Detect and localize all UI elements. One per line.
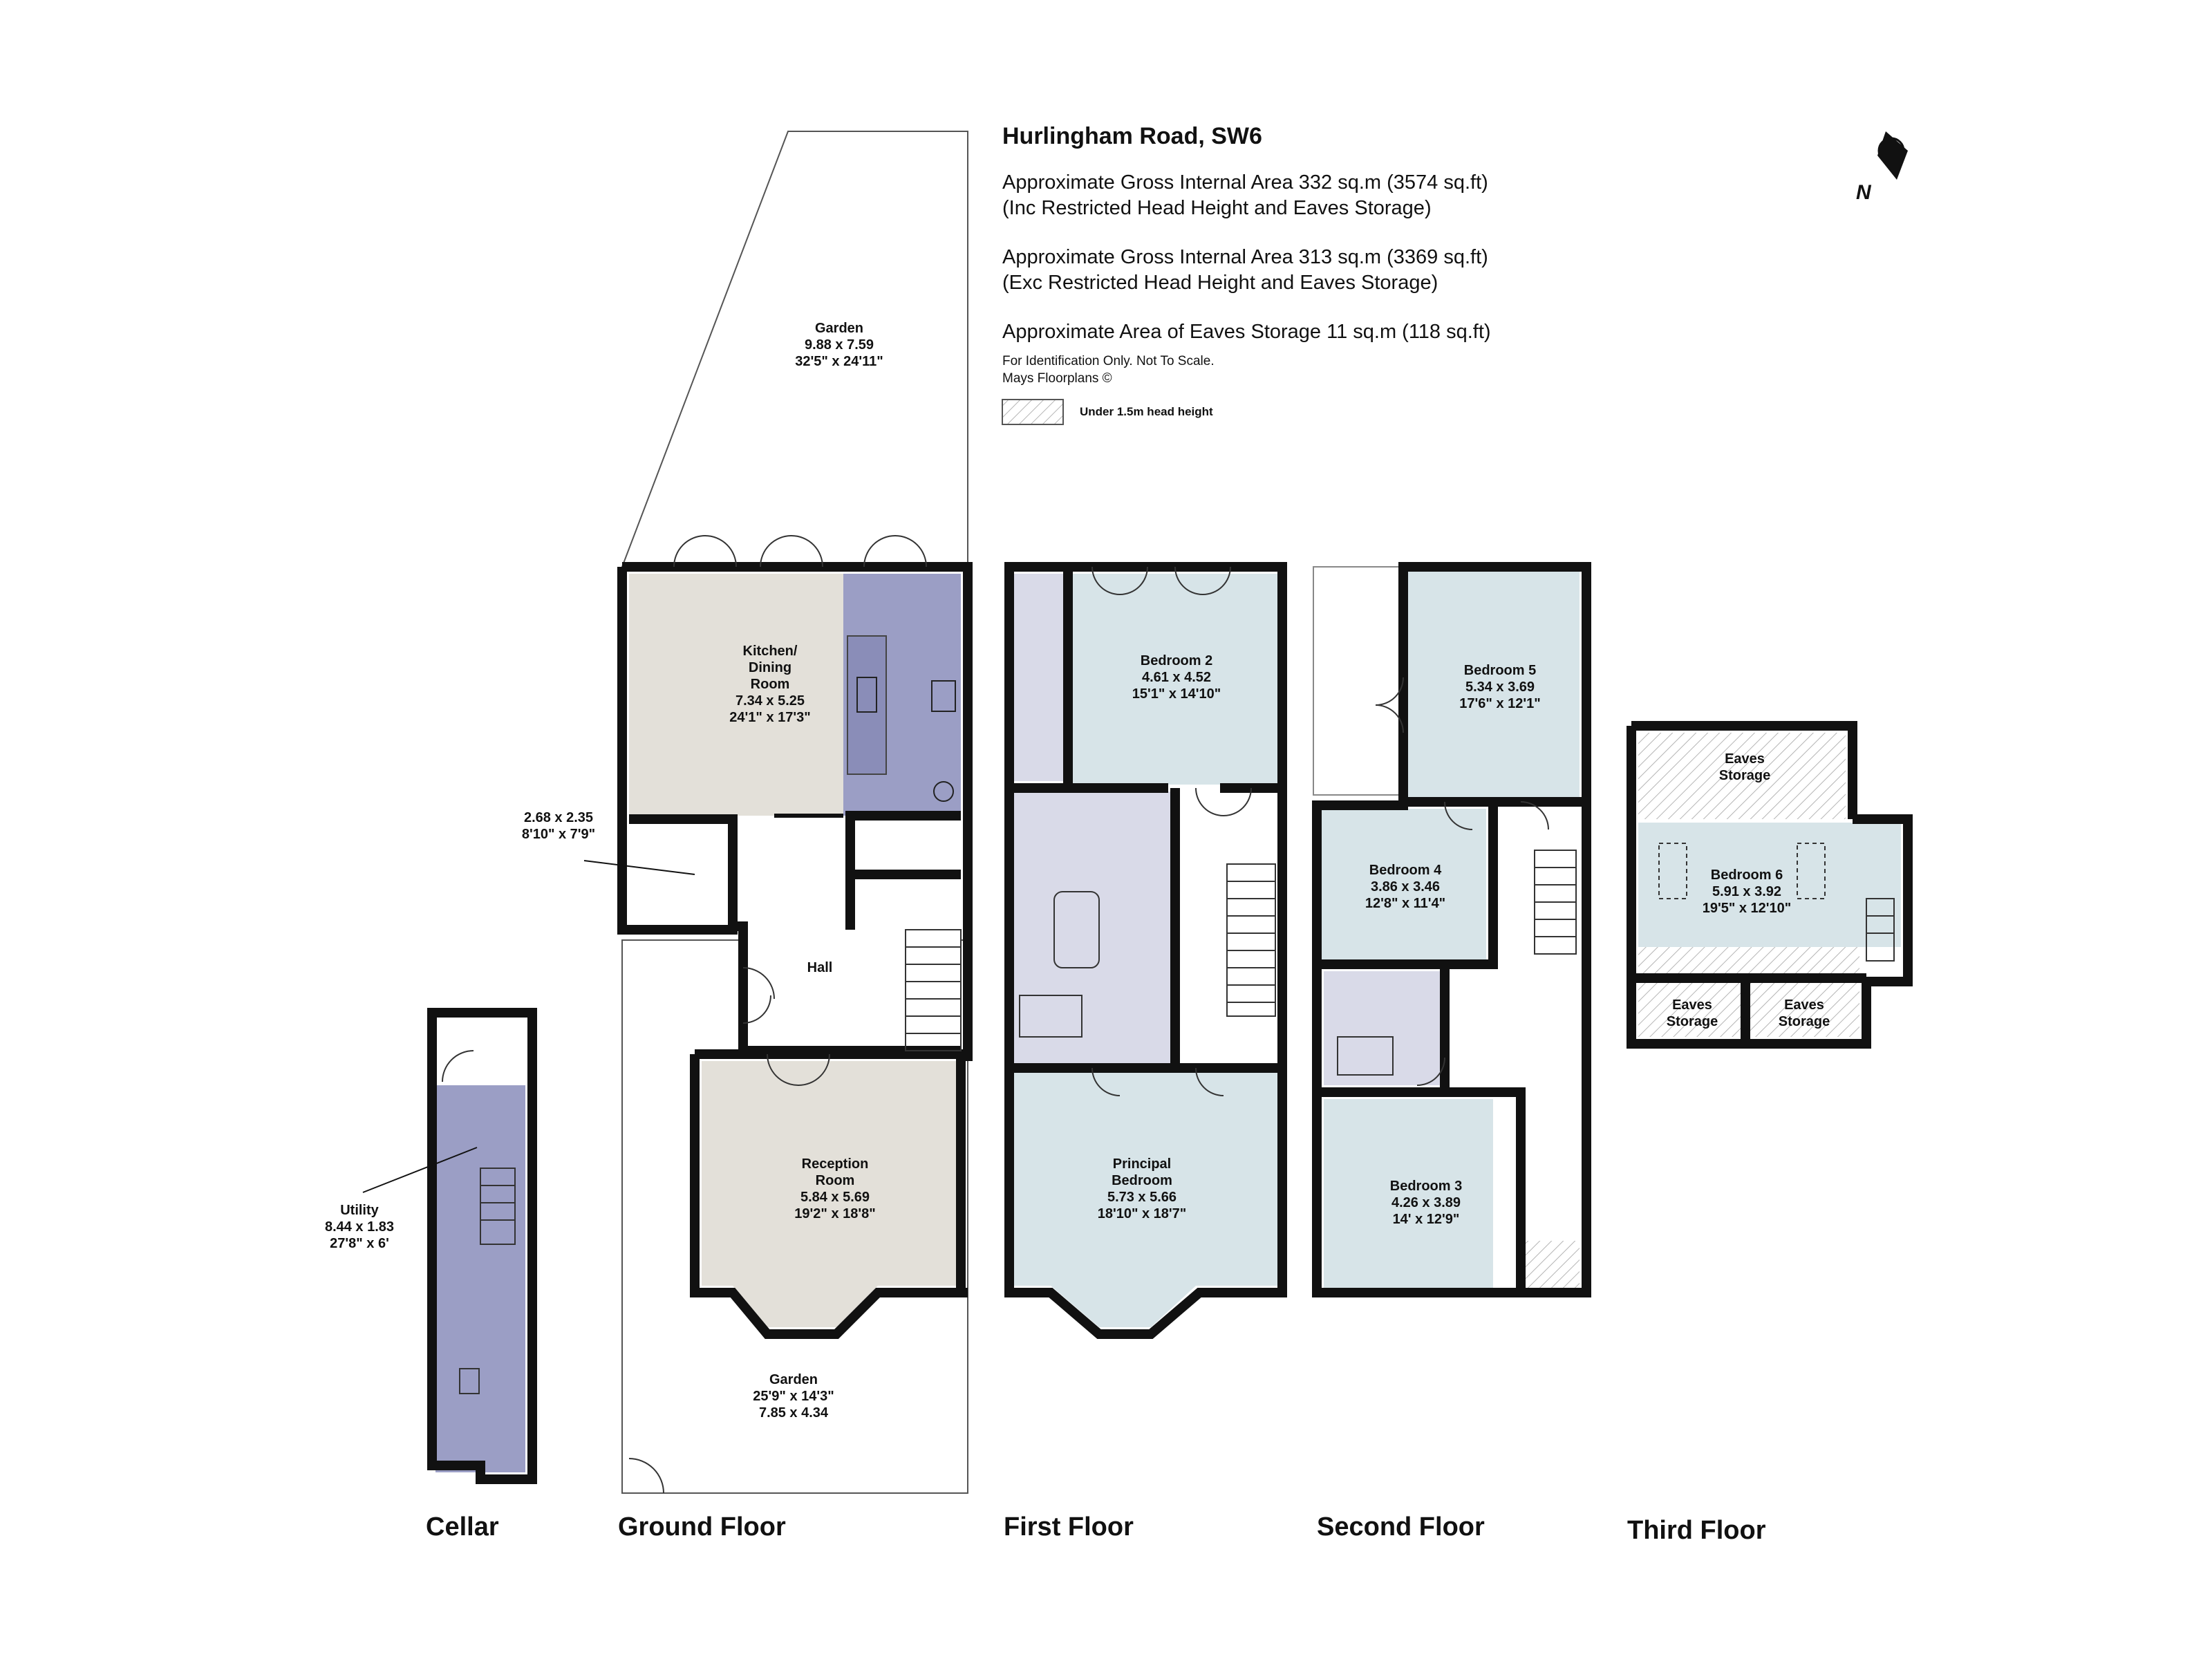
third-floor-plan [1627,721,1913,1049]
cellar-walls [427,1008,537,1484]
label-eaves-left: Eaves Storage [1666,997,1718,1029]
second-floor-plan [1312,562,1591,1297]
legend-label: Under 1.5m head height [1080,405,1213,418]
dressing-bathroom [1013,791,1179,1068]
store-pointer-line [583,860,695,875]
kitchen-island [847,635,887,775]
label-garden-front: Garden 25'9" x 14'3" 7.85 x 4.34 [753,1372,834,1421]
bedroom-3-room [1324,1099,1517,1289]
label-principal-bedroom: Principal Bedroom 5.73 x 5.66 18'10" x 1… [1097,1156,1187,1221]
cellar-plan [427,1008,537,1484]
floor-label-third: Third Floor [1627,1516,1766,1545]
ground-floor-walls [617,562,973,1339]
first-en-suite [1013,574,1068,781]
area-exc-line2: (Exc Restricted Head Height and Eaves St… [1002,272,1438,294]
area-inc-line2: (Inc Restricted Head Height and Eaves St… [1002,197,1432,219]
first-floor-plan [1004,562,1287,1339]
label-kitchen: Kitchen/ Dining Room 7.34 x 5.25 24'1" x… [729,644,811,725]
first-stairs [1019,863,1276,1038]
label-bedroom-5: Bedroom 5 5.34 x 3.69 17'6" x 12'1" [1459,663,1541,711]
label-eaves-top: Eaves Storage [1718,751,1771,783]
bedroom-2-room [1068,574,1279,785]
bath-icon [1053,891,1100,968]
second-stairs [1337,850,1577,1076]
label-utility: Utility 8.44 x 1.83 27'8" x 6' [324,1203,395,1251]
label-eaves-right: Eaves Storage [1778,997,1830,1029]
kitchen-dining-room [629,574,843,816]
label-bedroom-3: Bedroom 3 4.26 x 3.89 14' x 12'9" [1389,1179,1463,1227]
label-garden-rear: Garden 9.88 x 7.59 32'5" x 24'11" [795,321,883,369]
ground-doors [628,535,927,1494]
label-reception: Reception Room 5.84 x 5.69 19'2" x 18'8" [794,1156,876,1221]
legend-hatch-swatch [1002,399,1064,425]
label-store: 2.68 x 2.35 8'10" x 7'9" [521,810,596,842]
bedroom-5-room [1407,570,1580,802]
second-restricted-area [1521,1241,1580,1289]
disclaimer: For Identification Only. Not To Scale. [1002,354,1215,368]
second-landing [1493,809,1583,1289]
label-bedroom-4: Bedroom 4 3.86 x 3.46 12'8" x 11'4" [1365,863,1446,911]
area-inc-line1: Approximate Gross Internal Area 332 sq.m… [1002,171,1488,194]
principal-bedroom-room [1013,1068,1279,1327]
eaves-storage-right [1749,982,1859,1037]
third-floor-walls [1627,721,1913,1049]
floor-label-cellar: Cellar [426,1512,499,1541]
label-hall: Hall [807,960,833,975]
reception-room [702,1061,961,1327]
hob-icon [931,680,956,712]
floor-label-second: Second Floor [1317,1512,1485,1541]
compass-icon [1877,131,1908,180]
eaves-area: Approximate Area of Eaves Storage 11 sq.… [1002,321,1491,343]
bedroom-4-room [1320,809,1486,964]
eaves-storage-left [1638,982,1745,1037]
second-bathroom [1324,971,1441,1085]
label-bedroom-2: Bedroom 2 4.61 x 4.52 15'1" x 14'10" [1132,653,1221,702]
credit: Mays Floorplans © [1002,371,1112,386]
utility-pointer-line [362,1147,478,1193]
floor-label-ground: Ground Floor [618,1512,786,1541]
eaves-storage-top [1638,733,1846,819]
cellar-utility-room [435,1085,525,1472]
store-room [629,819,733,923]
label-bedroom-6: Bedroom 6 5.91 x 3.92 19'5" x 12'10" [1702,868,1792,916]
compass-label: N [1856,181,1871,204]
ground-stairs [905,929,962,1051]
sink-icon [856,677,877,713]
ground-floor-plan [617,131,973,1494]
floor-label-first: First Floor [1004,1512,1134,1541]
area-exc-line1: Approximate Gross Internal Area 313 sq.m… [1002,246,1488,268]
page-title: Hurlingham Road, SW6 [1002,123,1262,149]
second-floor-walls [1312,562,1591,1297]
